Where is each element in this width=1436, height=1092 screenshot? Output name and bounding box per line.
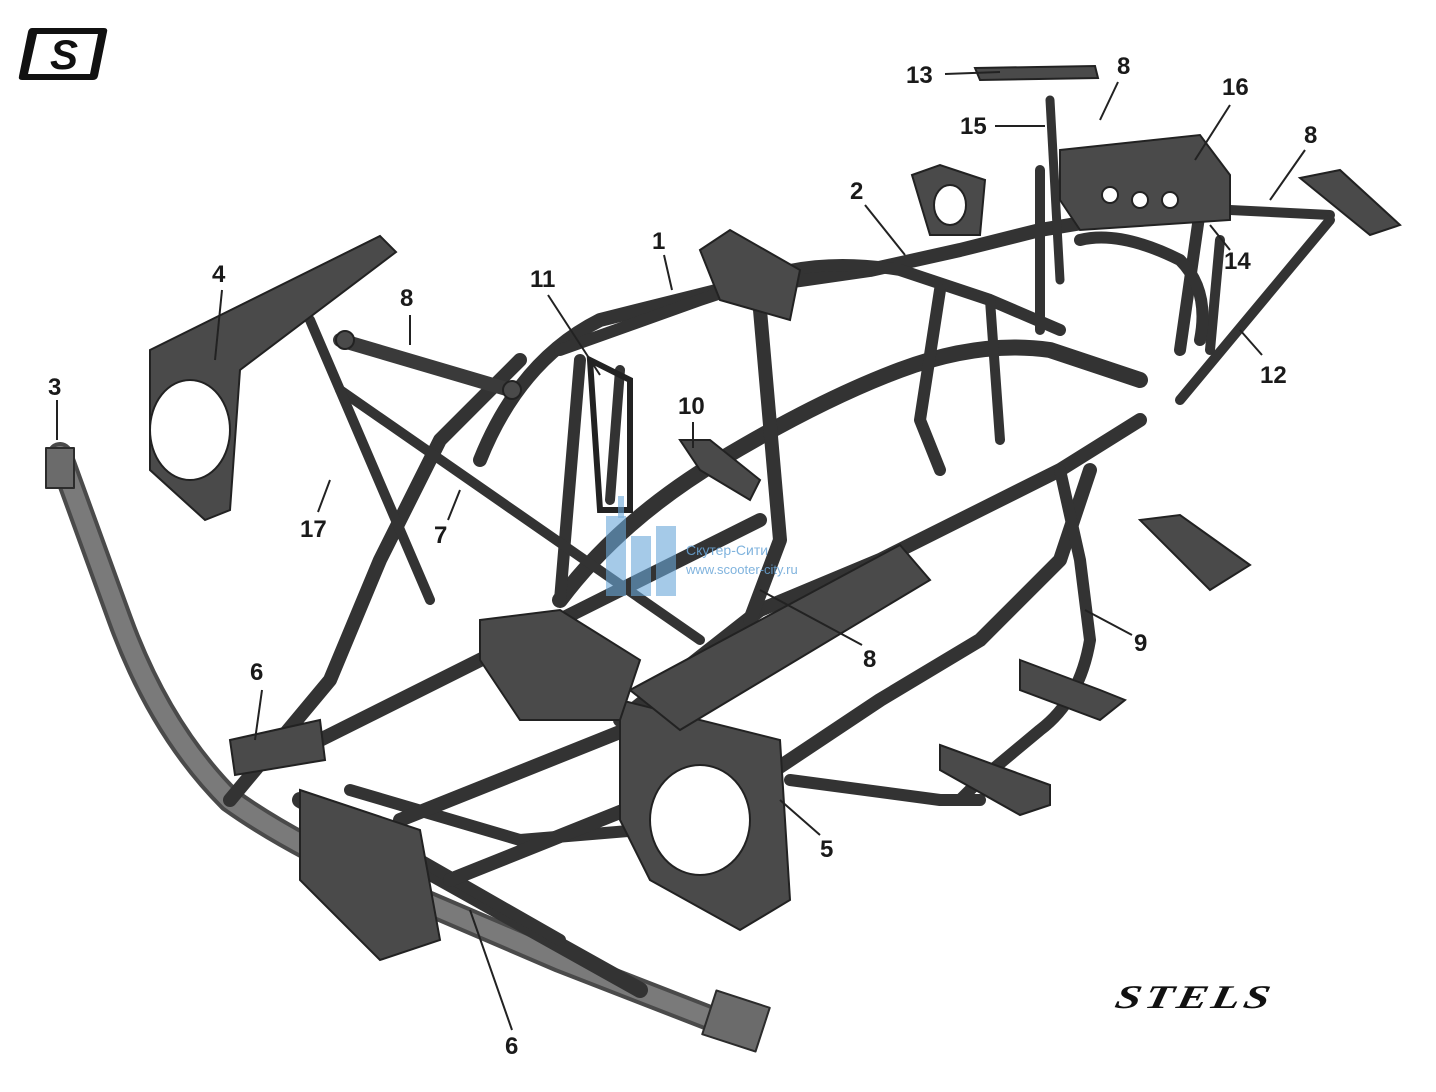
callout-8-front: 8 [400,285,414,312]
callout-8-rear-right: 8 [1304,122,1318,149]
callout-13: 13 [906,62,933,89]
watermark-url: www.scooter-city.ru [686,562,798,577]
leader-lines [56,71,1306,1031]
callout-8-center: 8 [863,646,877,673]
watermark-title: Скутер-Сити [686,542,769,558]
callout-15: 15 [960,113,987,140]
callout-9: 9 [1134,630,1148,657]
callout-6-lower: 6 [505,1033,519,1060]
watermark-building-icon [606,496,676,596]
brand-wordmark: STELS [1112,978,1278,1016]
callout-11: 11 [530,266,556,293]
callout-4: 4 [212,261,226,288]
callout-3: 3 [48,374,62,401]
callout-17: 17 [300,516,327,543]
logo-letter: S [50,31,78,78]
callout-1: 1 [652,228,666,255]
callout-5: 5 [820,836,834,863]
callout-2: 2 [850,178,864,205]
brand-s-logo: S [18,28,108,80]
callout-10: 10 [678,393,705,420]
callout-8-rear-top: 8 [1117,53,1131,80]
callout-14: 14 [1224,248,1251,275]
callout-16: 16 [1222,74,1249,101]
callout-7: 7 [434,522,448,549]
callout-12: 12 [1260,362,1287,389]
callout-6-upper: 6 [250,659,264,686]
watermark: Скутер-Сити www.scooter-city.ru [596,496,856,606]
